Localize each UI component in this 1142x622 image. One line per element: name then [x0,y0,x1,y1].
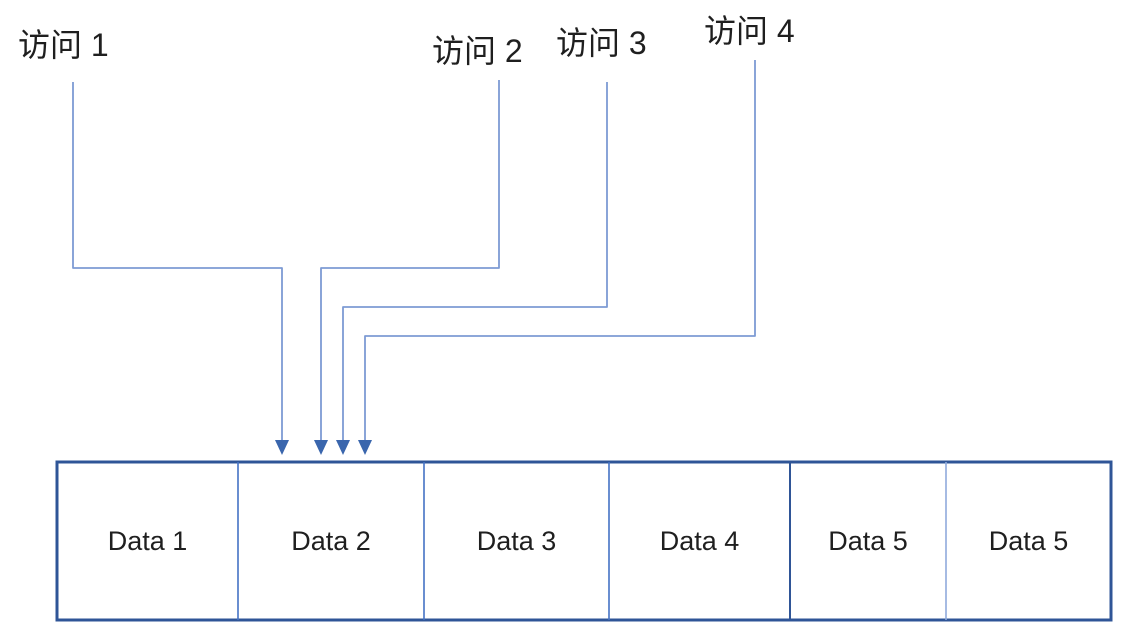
memory-cell-4: Data 4 [659,525,740,556]
connector-access-4 [358,60,756,455]
access-label-3: 访问 3 [556,25,647,61]
connector-access-3 [336,82,608,455]
arrowhead-access-3 [336,440,350,455]
arrowhead-access-4 [358,440,372,455]
connector-access-2 [314,80,500,455]
connector-access-1 [72,82,289,455]
access-label-2: 访问 2 [432,33,523,69]
memory-cell-2: Data 2 [291,525,371,556]
arrowhead-access-2 [314,440,328,455]
access-label-4: 访问 4 [704,13,795,49]
memory-box [55,460,1113,622]
memory-cell-1: Data 1 [107,525,188,556]
arrowhead-access-1 [275,440,289,455]
memory-cell-3: Data 3 [476,525,557,556]
memory-cell-6: Data 5 [988,525,1069,556]
access-label-1: 访问 1 [18,27,109,63]
memory-cell-5: Data 5 [828,525,908,556]
